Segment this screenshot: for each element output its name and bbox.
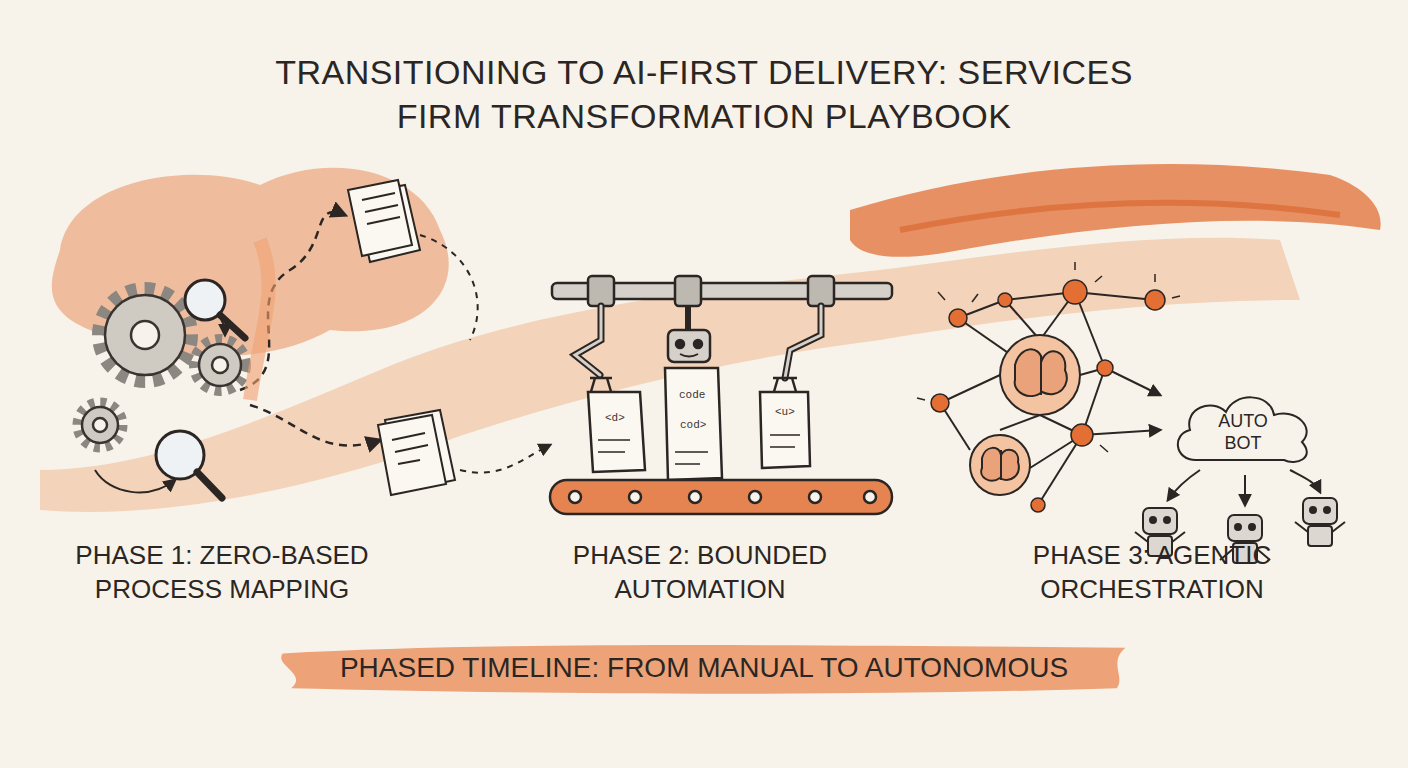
phase-label: PHASE 1: ZERO-BASED PROCESS MAPPING <box>52 538 392 606</box>
phase-label: PHASE 2: BOUNDED AUTOMATION <box>530 538 870 606</box>
code-snippet: <d> <box>605 412 625 425</box>
code-snippet: cod> <box>680 419 706 432</box>
cloud-text: AUTO BOT <box>1213 410 1273 454</box>
diagram-title: TRANSITIONING TO AI-FIRST DELIVERY: SERV… <box>264 50 1144 138</box>
timeline-band: PHASED TIMELINE: FROM MANUAL TO AUTONOMO… <box>274 639 1134 697</box>
code-snippet: code <box>679 389 705 402</box>
cloud-shape <box>1178 397 1307 462</box>
band-text: PHASED TIMELINE: FROM MANUAL TO AUTONOMO… <box>340 651 1068 685</box>
code-snippet: <u> <box>775 406 795 419</box>
band-shape <box>281 645 1125 694</box>
phase-label: PHASE 3: AGENTIC ORCHESTRATION <box>982 538 1322 606</box>
cloud-node: AUTO BOT <box>1168 388 1318 468</box>
